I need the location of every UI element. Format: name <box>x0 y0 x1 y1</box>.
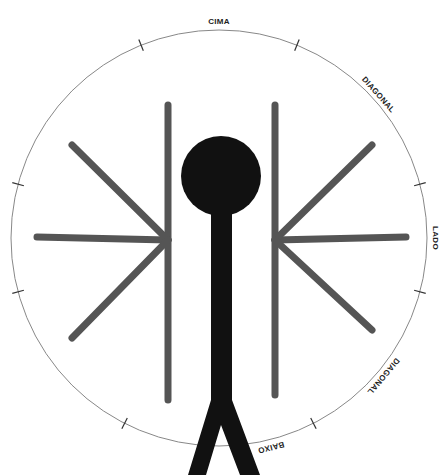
tick-mark <box>12 290 24 293</box>
tick-mark <box>139 40 143 51</box>
tick-mark <box>295 40 299 51</box>
direction-label: DIAGONAL <box>365 356 400 396</box>
tick-mark <box>12 183 24 186</box>
tick-mark <box>122 418 127 429</box>
stick-figure <box>181 136 261 475</box>
tick-marks <box>12 40 425 429</box>
direction-label: LADO <box>431 226 439 250</box>
tick-mark <box>311 418 316 429</box>
direction-label: CIMA <box>208 18 230 26</box>
tick-mark <box>414 183 426 186</box>
tick-mark <box>414 290 426 293</box>
direction-circle <box>11 30 427 446</box>
direction-label: DIAGONAL <box>360 75 396 114</box>
